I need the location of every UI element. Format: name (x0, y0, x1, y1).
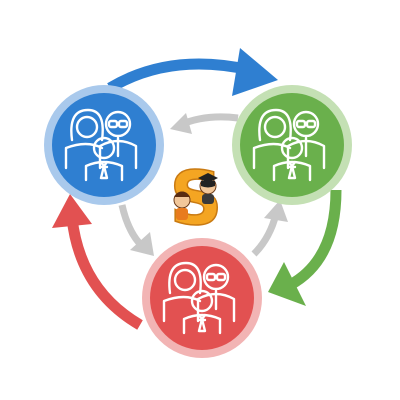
arrow-green-to-red (268, 189, 342, 306)
children-mascot-icon (173, 173, 218, 220)
inner-arrow-blue-to-red (118, 204, 154, 256)
inner-arrow-red-to-green (251, 200, 288, 257)
arrow-red-to-blue (52, 194, 143, 330)
center-logo: S (169, 155, 224, 243)
arrow-blue-to-green (107, 48, 278, 96)
family-node-red (142, 238, 262, 358)
inner-arrow-green-to-blue (170, 113, 239, 134)
family-node-blue (44, 85, 164, 205)
family-node-green (232, 85, 352, 205)
